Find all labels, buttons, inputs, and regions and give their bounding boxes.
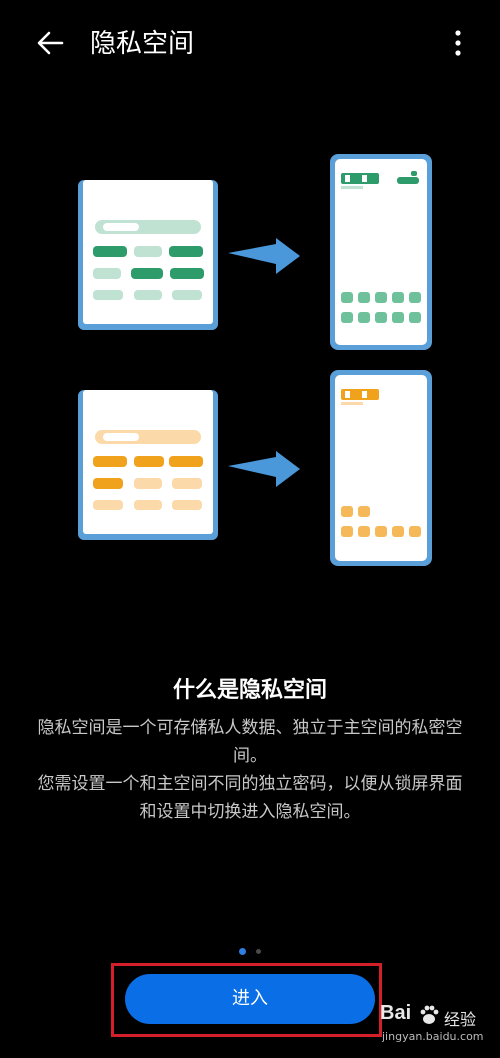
watermark-brand: Bai <box>380 1002 412 1024</box>
watermark-text: 经验 <box>444 1010 477 1029</box>
intro-section: 什么是隐私空间 隐私空间是一个可存储私人数据、独立于主空间的私密空间。 您需设置… <box>0 676 500 826</box>
privacy-space-illustration <box>78 154 432 566</box>
private-space-illustration <box>78 390 218 540</box>
intro-heading: 什么是隐私空间 <box>172 678 327 703</box>
page-indicator <box>0 941 500 955</box>
main-space-phone <box>330 154 432 350</box>
page-dot-active <box>239 948 246 955</box>
baidu-watermark: Bai 经验 jingyan.baidu.com <box>380 1002 495 1052</box>
watermark-url: jingyan.baidu.com <box>382 1030 484 1043</box>
private-space-phone <box>330 370 432 566</box>
enter-button[interactable]: 进入 <box>125 974 375 1024</box>
description-paragraph-1: 隐私空间是一个可存储私人数据、独立于主空间的私密空间。 <box>37 718 463 766</box>
description-paragraph-2: 您需设置一个和主空间不同的独立密码，以便从锁屏界面和设置中切换进入隐私空间。 <box>37 774 463 822</box>
page-dot-inactive <box>256 949 261 954</box>
highlight-frame <box>111 963 382 1037</box>
intro-description: 隐私空间是一个可存储私人数据、独立于主空间的私密空间。 您需设置一个和主空间不同… <box>30 714 470 826</box>
app-header: 隐私空间 <box>0 0 500 88</box>
more-vertical-icon[interactable] <box>446 26 470 60</box>
arrow-right-icon <box>228 451 300 487</box>
page-title: 隐私空间 <box>90 29 195 59</box>
arrow-right-icon <box>228 238 300 274</box>
paw-icon <box>420 1005 439 1024</box>
arrow-left-icon[interactable] <box>34 26 68 60</box>
main-space-illustration <box>78 180 218 330</box>
